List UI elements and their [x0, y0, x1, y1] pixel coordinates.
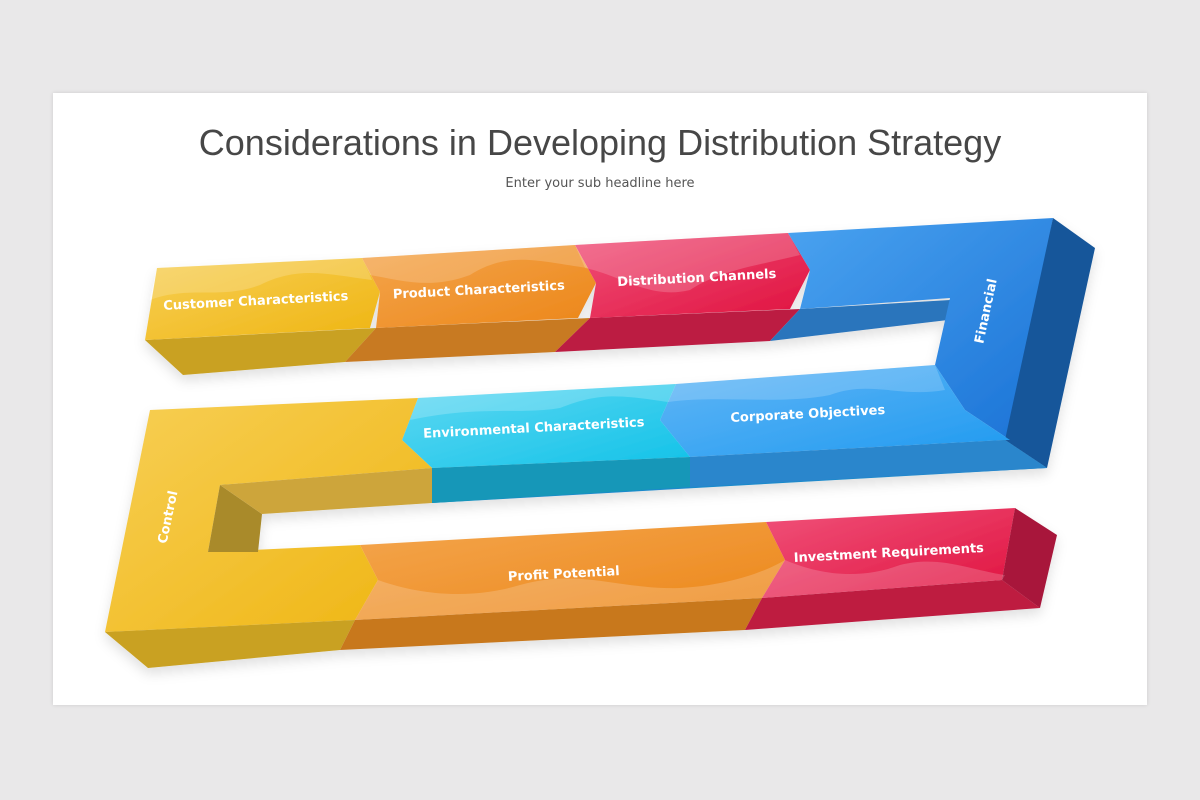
step-6-side [432, 457, 690, 503]
step-2-side [345, 318, 590, 362]
wave-highlight [150, 258, 372, 300]
label-profit-potential: Profit Potential [508, 564, 621, 585]
step-5-side [690, 440, 1047, 487]
wave-highlight [410, 384, 676, 420]
step-9-end [1002, 508, 1057, 608]
wave-highlight [355, 560, 785, 620]
wave-highlight [668, 365, 945, 402]
wave-highlight [362, 245, 588, 283]
step-4-side [1005, 218, 1095, 468]
step-4-segment [788, 218, 1053, 440]
page-title: Considerations in Developing Distributio… [198, 122, 1002, 163]
step-7-inner-side [208, 485, 262, 552]
step-8-side [340, 598, 762, 650]
sub-headline: Enter your sub headline here [505, 176, 695, 191]
step-7-side [105, 620, 355, 668]
wave-highlight [762, 560, 1005, 598]
step-7-segment [105, 398, 432, 632]
step-9-side [745, 580, 1040, 630]
wave-highlight [575, 233, 800, 293]
step-1-side [145, 328, 376, 375]
step-7-inner-top [220, 468, 432, 514]
step-3-side [555, 309, 800, 352]
top-inner-side [770, 300, 950, 341]
